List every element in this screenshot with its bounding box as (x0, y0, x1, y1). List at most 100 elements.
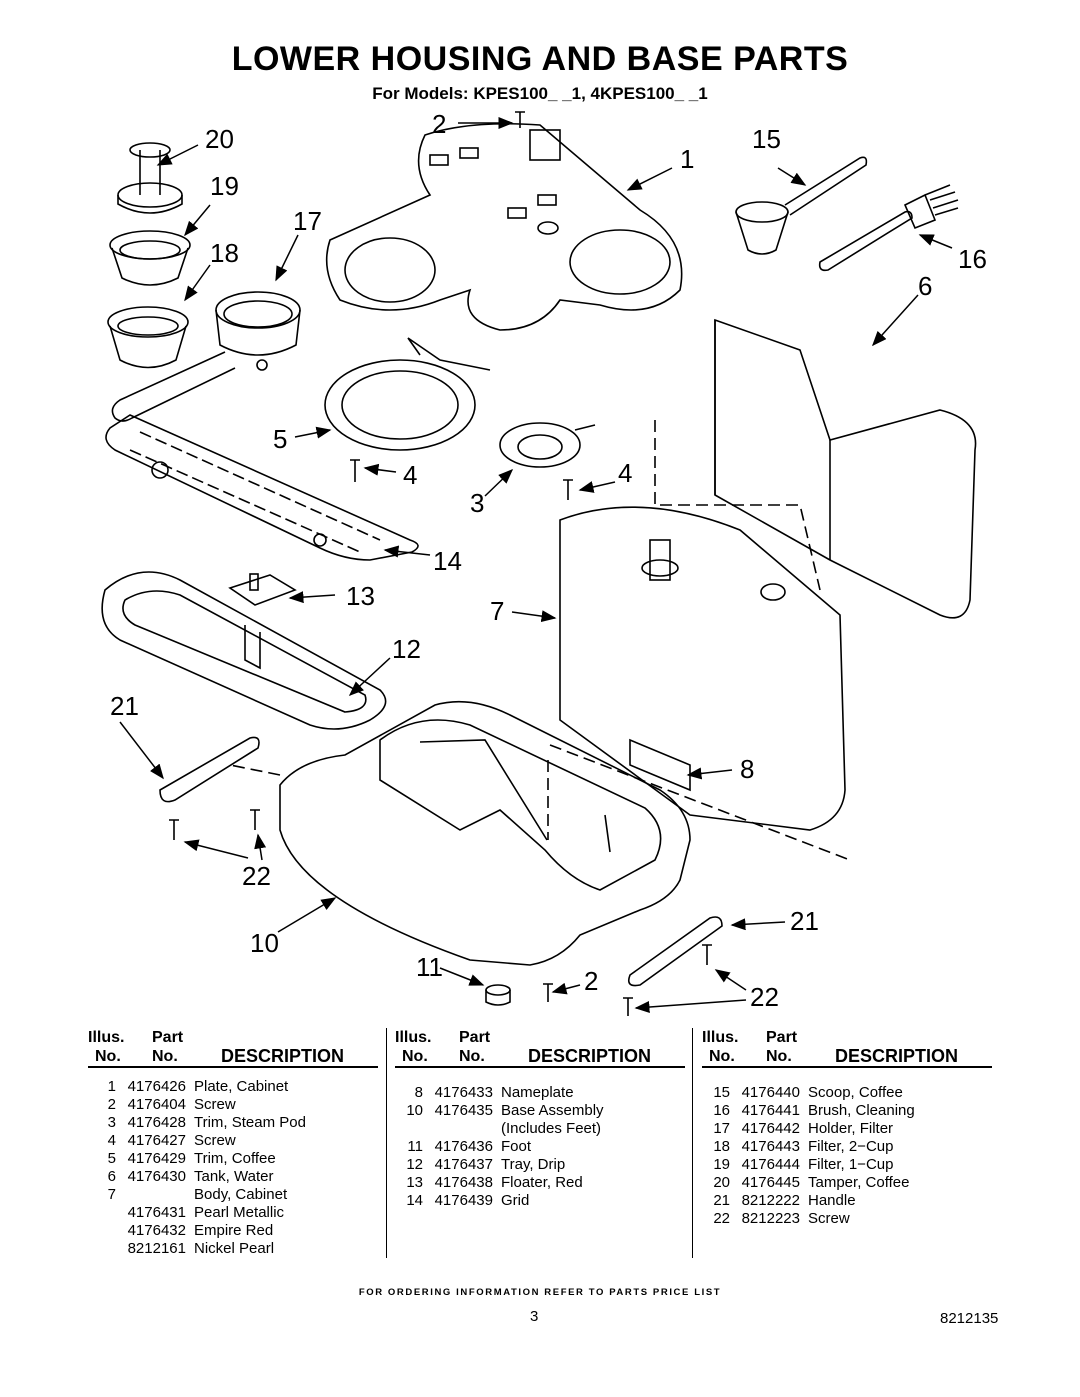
part-number: 8212223 (741, 1210, 800, 1227)
part-description: Pearl Metallic (194, 1204, 285, 1221)
part-description: Foot (501, 1138, 532, 1155)
callout-12: 12 (392, 634, 421, 664)
part-number: 4176427 (127, 1132, 186, 1149)
part-description: Trim, Steam Pod (194, 1114, 306, 1131)
callout-3: 3 (470, 488, 484, 518)
header-description: DESCRIPTION (221, 1046, 345, 1066)
part-number: 4176436 (434, 1138, 493, 1155)
part-number: 4176435 (434, 1102, 493, 1119)
floater-drawing (228, 573, 297, 606)
filter-two-cup-drawing (107, 306, 189, 369)
foot-drawing (485, 984, 511, 1006)
header-illus: Illus. (88, 1029, 125, 1046)
illus-number (395, 1120, 423, 1138)
part-description: Nickel Pearl (194, 1240, 275, 1257)
steam-pod-trim-drawing (499, 422, 596, 468)
header-illus-no: No. (402, 1048, 428, 1065)
callout-1: 1 (680, 144, 694, 174)
illus-number: 5 (107, 1150, 116, 1167)
table-row: 4176431 Pearl Metallic (88, 1204, 378, 1222)
part-number: 4176445 (741, 1174, 800, 1191)
header-illus-no: No. (709, 1048, 735, 1065)
part-number: 4176444 (741, 1156, 800, 1173)
part-number: 8212222 (741, 1192, 800, 1209)
header-illus-no: No. (95, 1048, 121, 1065)
callout-2-top: 2 (432, 109, 446, 139)
callout-2-bottom: 2 (584, 966, 598, 996)
part-number (423, 1120, 493, 1138)
part-description: Screw (808, 1210, 850, 1227)
tamper-drawing (117, 142, 183, 214)
illus-number: 1 (107, 1078, 116, 1095)
callout-labels: 20 19 18 17 2 15 1 16 6 5 4 4 3 14 13 7 … (110, 109, 987, 1012)
part-description: Tray, Drip (501, 1156, 566, 1173)
cabinet-plate-drawing (325, 122, 683, 331)
header-description: DESCRIPTION (835, 1046, 959, 1066)
part-number: 4176430 (127, 1168, 186, 1185)
table-row: (Includes Feet) (395, 1120, 685, 1138)
header-illus: Illus. (395, 1029, 432, 1046)
exploded-parts-diagram: 20 19 18 17 2 15 1 16 6 5 4 4 3 14 13 7 … (101, 109, 987, 1016)
table-row: 4176432 Empire Red (88, 1222, 378, 1240)
part-description: Base Assembly (501, 1102, 604, 1119)
part-number: 4176429 (127, 1150, 186, 1167)
part-number: 4176431 (127, 1204, 186, 1221)
illus-number: 18 (713, 1138, 730, 1155)
header-part: Part (152, 1029, 184, 1046)
part-number: 4176433 (434, 1084, 493, 1101)
part-description: Screw (194, 1096, 236, 1113)
screws-drawing (169, 111, 712, 1016)
callout-7: 7 (490, 596, 504, 626)
water-tank-drawing (714, 318, 977, 619)
table-row: 10 4176435 Base Assembly (395, 1102, 685, 1120)
header-part-no: No. (152, 1048, 178, 1065)
callout-16: 16 (958, 244, 987, 274)
header-description: DESCRIPTION (528, 1046, 652, 1066)
part-description: Holder, Filter (808, 1120, 894, 1137)
page-title: LOWER HOUSING AND BASE PARTS (231, 40, 849, 78)
part-description: Brush, Cleaning (808, 1102, 915, 1119)
filter-one-cup-drawing (109, 230, 191, 286)
callout-4-right: 4 (618, 458, 632, 488)
drip-grid-drawing (105, 414, 419, 561)
page-number: 3 (530, 1308, 539, 1325)
part-number: 4176432 (127, 1222, 186, 1239)
part-description: Handle (808, 1192, 856, 1209)
callout-22-right: 22 (750, 982, 779, 1012)
illus-number: 2 (107, 1096, 116, 1113)
part-number: 4176443 (741, 1138, 800, 1155)
part-description: Filter, 1−Cup (808, 1156, 894, 1173)
part-description: Plate, Cabinet (194, 1078, 289, 1095)
part-description: Empire Red (194, 1222, 274, 1239)
illus-number: 13 (406, 1174, 423, 1191)
callout-21-right: 21 (790, 906, 819, 936)
document-number: 8212135 (940, 1310, 999, 1327)
part-description: Grid (501, 1192, 530, 1209)
part-description: Tamper, Coffee (808, 1174, 910, 1191)
illus-number: 4 (107, 1132, 116, 1149)
part-number: 4176438 (434, 1174, 493, 1191)
coffee-trim-drawing (324, 337, 491, 451)
callout-20: 20 (205, 124, 234, 154)
handle-right-drawing (627, 916, 723, 987)
callout-8: 8 (740, 754, 754, 784)
illus-number (88, 1204, 116, 1222)
illus-number: 10 (406, 1102, 423, 1119)
part-description: Tank, Water (194, 1168, 274, 1185)
part-description: Scoop, Coffee (808, 1084, 903, 1101)
